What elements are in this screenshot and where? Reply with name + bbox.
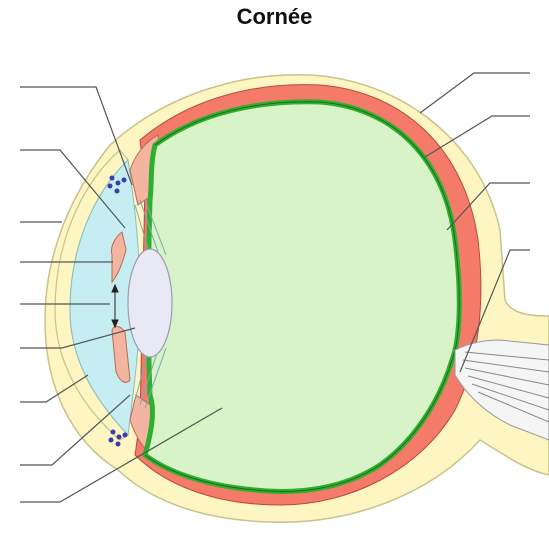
vitreous-body <box>142 99 462 494</box>
lens <box>127 248 173 358</box>
optic-nerve <box>454 339 549 441</box>
leader-line-left-2 <box>20 149 126 229</box>
leader-line-right-4 <box>459 249 530 373</box>
leader-line-right-2 <box>424 115 530 158</box>
leader-lines-left <box>20 86 223 503</box>
canal-vessels-lower <box>108 429 128 447</box>
leader-line-left-7 <box>20 374 89 403</box>
leader-lines-right <box>419 72 530 373</box>
diagram-title: Cornée <box>236 4 313 29</box>
zonular-fibers <box>134 199 167 409</box>
leader-line-left-1 <box>20 86 133 186</box>
leader-line-right-1 <box>419 72 530 114</box>
leader-line-right-3 <box>446 182 530 231</box>
canal-vessels-upper <box>107 175 127 194</box>
leader-line-left-6 <box>20 327 136 349</box>
arrow-double-vertical <box>111 283 119 329</box>
leader-line-left-9 <box>20 407 223 503</box>
optic-nerve-fibers <box>462 351 549 423</box>
leader-line-left-8 <box>20 394 131 466</box>
iris-upper <box>111 231 127 284</box>
